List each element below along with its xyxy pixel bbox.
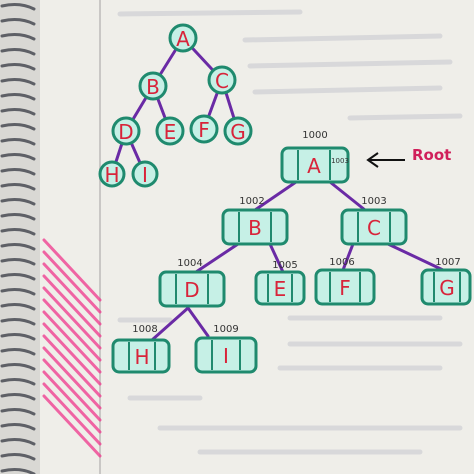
svg-text:1004: 1004	[177, 258, 202, 269]
spiral-ring	[0, 363, 36, 371]
spiral-ring	[0, 228, 36, 236]
svg-text:H: H	[134, 345, 149, 369]
svg-text:B: B	[146, 75, 160, 99]
spiral-ring	[0, 438, 36, 446]
svg-text:I: I	[142, 163, 148, 187]
faint-background-text	[117, 9, 463, 455]
pink-highlighter-marks	[42, 238, 102, 458]
linked-node-a: 1000 A 1003	[280, 130, 350, 184]
spiral-ring	[0, 33, 36, 41]
linked-tree-edges	[150, 180, 445, 342]
spiral-ring	[0, 378, 36, 386]
spiral-ring	[0, 108, 36, 116]
svg-text:C: C	[215, 69, 229, 93]
svg-text:H: H	[104, 163, 119, 187]
svg-text:F: F	[339, 276, 351, 300]
svg-text:A: A	[176, 27, 190, 51]
svg-text:A: A	[307, 154, 321, 178]
svg-text:F: F	[198, 118, 210, 142]
small-node-d: D	[111, 116, 141, 146]
spiral-ring	[0, 63, 36, 71]
svg-text:C: C	[367, 216, 381, 240]
spiral-ring	[0, 273, 36, 281]
spiral-ring	[0, 408, 36, 416]
linked-tree: 1000 A 1003 Root 1002 B 1003 C	[111, 130, 472, 374]
linked-node-b: 1002 B	[221, 196, 289, 246]
svg-text:1009: 1009	[213, 324, 238, 335]
spiral-ring	[0, 153, 36, 161]
spiral-ring	[0, 123, 36, 131]
spiral-ring	[0, 468, 36, 474]
svg-text:1003: 1003	[331, 157, 349, 165]
svg-text:D: D	[184, 278, 199, 302]
svg-text:G: G	[230, 120, 246, 144]
small-node-i: I	[131, 160, 159, 188]
spiral-ring	[0, 243, 36, 251]
svg-text:B: B	[248, 216, 262, 240]
spiral-ring	[0, 168, 36, 176]
small-node-e: E	[155, 116, 185, 146]
svg-text:1005: 1005	[272, 260, 297, 271]
spiral-ring	[0, 78, 36, 86]
spiral-ring	[0, 348, 36, 356]
spiral-ring	[0, 318, 36, 326]
svg-text:I: I	[223, 344, 229, 368]
small-node-f: F	[189, 114, 219, 144]
svg-text:1007: 1007	[435, 257, 460, 268]
svg-text:E: E	[274, 277, 287, 301]
spiral-ring	[0, 423, 36, 431]
linked-node-h: 1008 H	[111, 324, 171, 374]
spiral-ring	[0, 3, 36, 11]
small-node-h: H	[98, 160, 126, 188]
binding-strip	[0, 0, 40, 474]
small-tree: A B C D E F G H	[98, 23, 253, 188]
linked-node-c: 1003 C	[340, 196, 408, 246]
spiral-ring	[0, 393, 36, 401]
spiral-ring	[0, 333, 36, 341]
spiral-ring	[0, 288, 36, 296]
small-node-a: A	[168, 23, 198, 53]
spiral-ring	[0, 183, 36, 191]
root-pointer: Root	[366, 146, 451, 168]
svg-text:1000: 1000	[302, 130, 327, 141]
svg-text:E: E	[164, 120, 177, 144]
spiral-binding	[0, 3, 36, 474]
linked-node-d: 1004 D	[158, 258, 226, 308]
spiral-ring	[0, 453, 36, 461]
small-node-b: B	[138, 71, 168, 101]
spiral-ring	[0, 258, 36, 266]
spiral-ring	[0, 93, 36, 101]
spiral-ring	[0, 138, 36, 146]
svg-text:1006: 1006	[329, 257, 354, 268]
svg-text:D: D	[118, 120, 133, 144]
linked-node-g: 1007 G	[420, 257, 472, 306]
linked-node-e: 1005 E	[254, 260, 306, 306]
spiral-ring	[0, 48, 36, 56]
small-node-c: C	[207, 65, 237, 95]
spiral-ring	[0, 198, 36, 206]
svg-text:1008: 1008	[132, 324, 157, 335]
svg-text:1002: 1002	[239, 196, 264, 207]
svg-text:G: G	[439, 276, 455, 300]
small-node-g: G	[223, 116, 253, 146]
linked-node-f: 1006 F	[314, 257, 376, 306]
linked-node-i: 1009 I	[194, 324, 258, 374]
spiral-ring	[0, 303, 36, 311]
spiral-ring	[0, 213, 36, 221]
spiral-ring	[0, 18, 36, 26]
root-label: Root	[412, 146, 451, 164]
svg-text:1003: 1003	[361, 196, 386, 207]
